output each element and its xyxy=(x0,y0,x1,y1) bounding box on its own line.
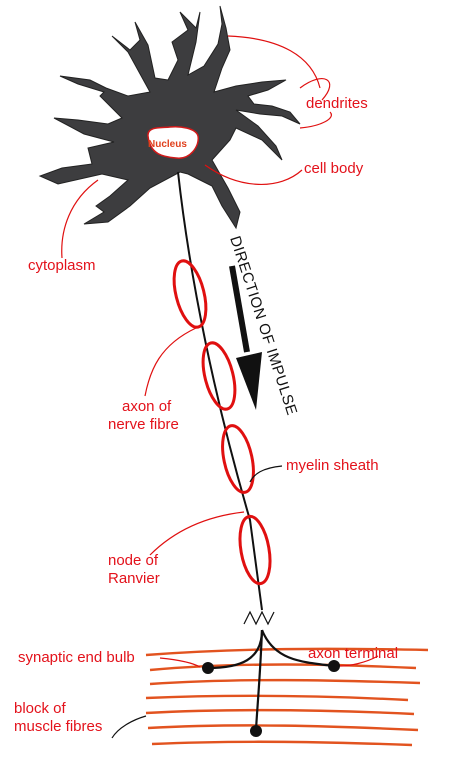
axon-label-line2: nerve fibre xyxy=(108,416,179,433)
direction-label: DIRECTION OF IMPULSE xyxy=(226,234,300,418)
axon-leader xyxy=(145,328,196,396)
dendrites-leader xyxy=(300,112,331,128)
myelin-label: myelin sheath xyxy=(286,457,379,474)
node-leader xyxy=(150,512,244,555)
synaptic-end-bulb xyxy=(202,662,214,674)
node-label-line1: node of xyxy=(108,552,159,569)
myelin-segment xyxy=(168,258,212,331)
muscle-fibres xyxy=(146,649,428,745)
dendrites-label: dendrites xyxy=(306,95,368,112)
cell-body xyxy=(40,6,300,228)
muscle-fibre xyxy=(146,710,414,714)
nucleus-label: Nucleus xyxy=(148,139,187,150)
synaptic-label: synaptic end bulb xyxy=(18,649,135,666)
cytoplasm-label: cytoplasm xyxy=(28,257,96,274)
axon-label-line1: axon of xyxy=(122,398,172,415)
muscle-fibre xyxy=(150,680,420,684)
muscle-fibre xyxy=(152,742,412,745)
dendrites-leader xyxy=(228,36,320,88)
myelin-segment xyxy=(217,423,259,495)
axon-break-zigzag xyxy=(244,612,274,624)
muscle-fibre xyxy=(148,725,418,730)
node-label-line2: Ranvier xyxy=(108,570,160,587)
muscle-fibre xyxy=(146,696,408,700)
synaptic-leader xyxy=(160,658,200,667)
block-label-line1: block of xyxy=(14,700,67,717)
muscle-fibre xyxy=(150,665,416,671)
synaptic-end-bulb xyxy=(250,725,262,737)
cell-body-label: cell body xyxy=(304,160,364,177)
block-label-line2: muscle fibres xyxy=(14,718,102,735)
terminal-label: axon terminal xyxy=(308,645,398,662)
block-leader xyxy=(112,716,146,738)
